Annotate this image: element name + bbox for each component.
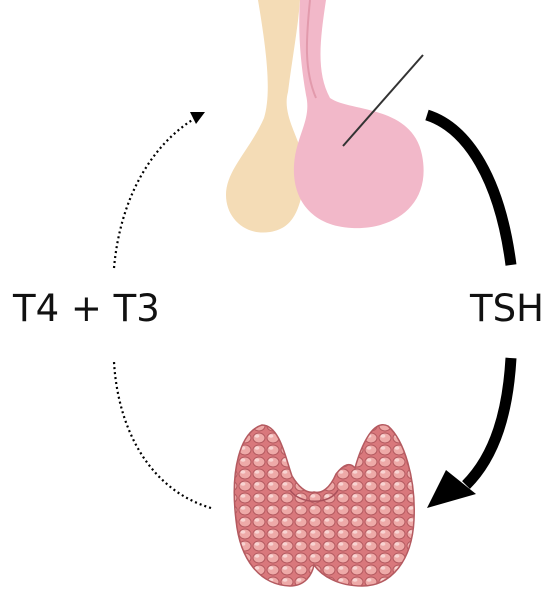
feedback-arrowhead [190,112,205,124]
thyroid-gland-icon [234,425,414,586]
pituitary-stalk [226,0,306,233]
pituitary-gland-icon [226,0,424,233]
pituitary-posterior-lobe [294,0,424,228]
thyroid-body [234,425,414,586]
tsh-label: TSH [470,290,544,327]
t4-t3-label: T4 + T3 [13,290,160,327]
